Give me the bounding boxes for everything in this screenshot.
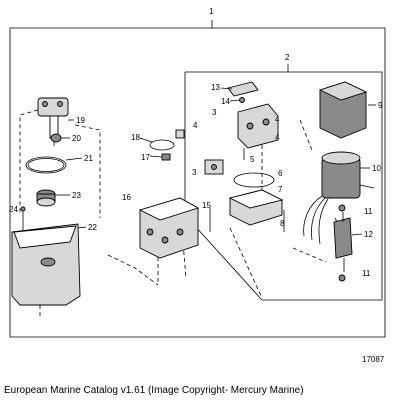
part-22-reservoir xyxy=(11,223,81,306)
part-label: 4 xyxy=(275,115,280,124)
part-17-plug xyxy=(161,153,171,161)
part-label: 24 xyxy=(9,205,18,214)
part-21-oring-inner xyxy=(27,158,65,172)
part-7-plate xyxy=(228,189,284,226)
part-11-washer xyxy=(338,204,346,212)
part-14-screw xyxy=(239,97,245,103)
part-6-oring xyxy=(233,172,275,188)
leader-line xyxy=(351,233,363,236)
part-label: 13 xyxy=(211,83,220,92)
alignment-dash xyxy=(74,124,101,218)
part-label: 19 xyxy=(76,116,85,125)
exploded-parts-diagram: 1 2 3 3 4 4 4 5 6 7 8 9 10 11 11 12 13 1… xyxy=(9,7,386,364)
part-label: 11 xyxy=(364,207,373,216)
part-label: 8 xyxy=(280,219,285,228)
part-label: 4 xyxy=(275,133,280,142)
alignment-dash xyxy=(107,254,159,286)
alignment-dash xyxy=(299,119,313,151)
leader-line xyxy=(77,226,87,229)
part-label: 18 xyxy=(131,133,140,142)
assembly-frame-2 xyxy=(184,71,383,301)
part-label: 16 xyxy=(122,193,131,202)
alignment-dash xyxy=(229,227,263,299)
part-label: 15 xyxy=(202,201,211,210)
alignment-dash xyxy=(292,247,327,263)
figure-number: 17087 xyxy=(362,355,385,364)
part-label: 9 xyxy=(378,101,383,110)
part-label: 6 xyxy=(278,169,283,178)
part-label: 11 xyxy=(362,269,371,278)
part-9-motor-cover xyxy=(318,81,368,139)
part-label: 3 xyxy=(212,108,217,117)
part-4-valve xyxy=(175,129,185,139)
part-label: 23 xyxy=(72,191,81,200)
image-caption: European Marine Catalog v1.61 (Image Cop… xyxy=(4,385,304,396)
leader-line xyxy=(220,87,233,90)
leader-line xyxy=(229,99,241,102)
part-18-oring xyxy=(149,139,175,151)
motor-wires xyxy=(303,195,329,245)
part-label: 14 xyxy=(221,97,230,106)
leader-line xyxy=(65,157,83,161)
part-16-manifold xyxy=(138,197,200,259)
part-label: 2 xyxy=(285,53,290,62)
part-20-filter xyxy=(50,133,62,143)
leader-line xyxy=(149,155,163,158)
part-label: 21 xyxy=(84,154,93,163)
part-24-screw xyxy=(20,206,26,230)
part-23-cap xyxy=(36,189,56,207)
part-5-pump xyxy=(237,103,279,160)
part-label: 10 xyxy=(372,164,381,173)
part-label: 3 xyxy=(192,168,197,177)
part-13-bracket xyxy=(227,81,259,97)
part-label: 12 xyxy=(364,230,373,239)
part-label: 4 xyxy=(193,121,198,130)
part-10-stator xyxy=(321,151,375,199)
part-label: 1 xyxy=(209,7,214,16)
assembly-frame-1 xyxy=(9,27,386,338)
part-19-pump-block xyxy=(37,97,69,146)
part-3-valve xyxy=(204,159,224,175)
part-11-washer xyxy=(338,274,346,282)
part-label: 20 xyxy=(72,134,81,143)
part-label: 5 xyxy=(250,155,255,164)
part-21-oring xyxy=(25,156,67,174)
part-label: 17 xyxy=(141,153,150,162)
part-label: 7 xyxy=(278,185,283,194)
part-label: 22 xyxy=(88,223,97,232)
leader-line xyxy=(139,137,153,143)
part-12-armature xyxy=(333,212,353,272)
